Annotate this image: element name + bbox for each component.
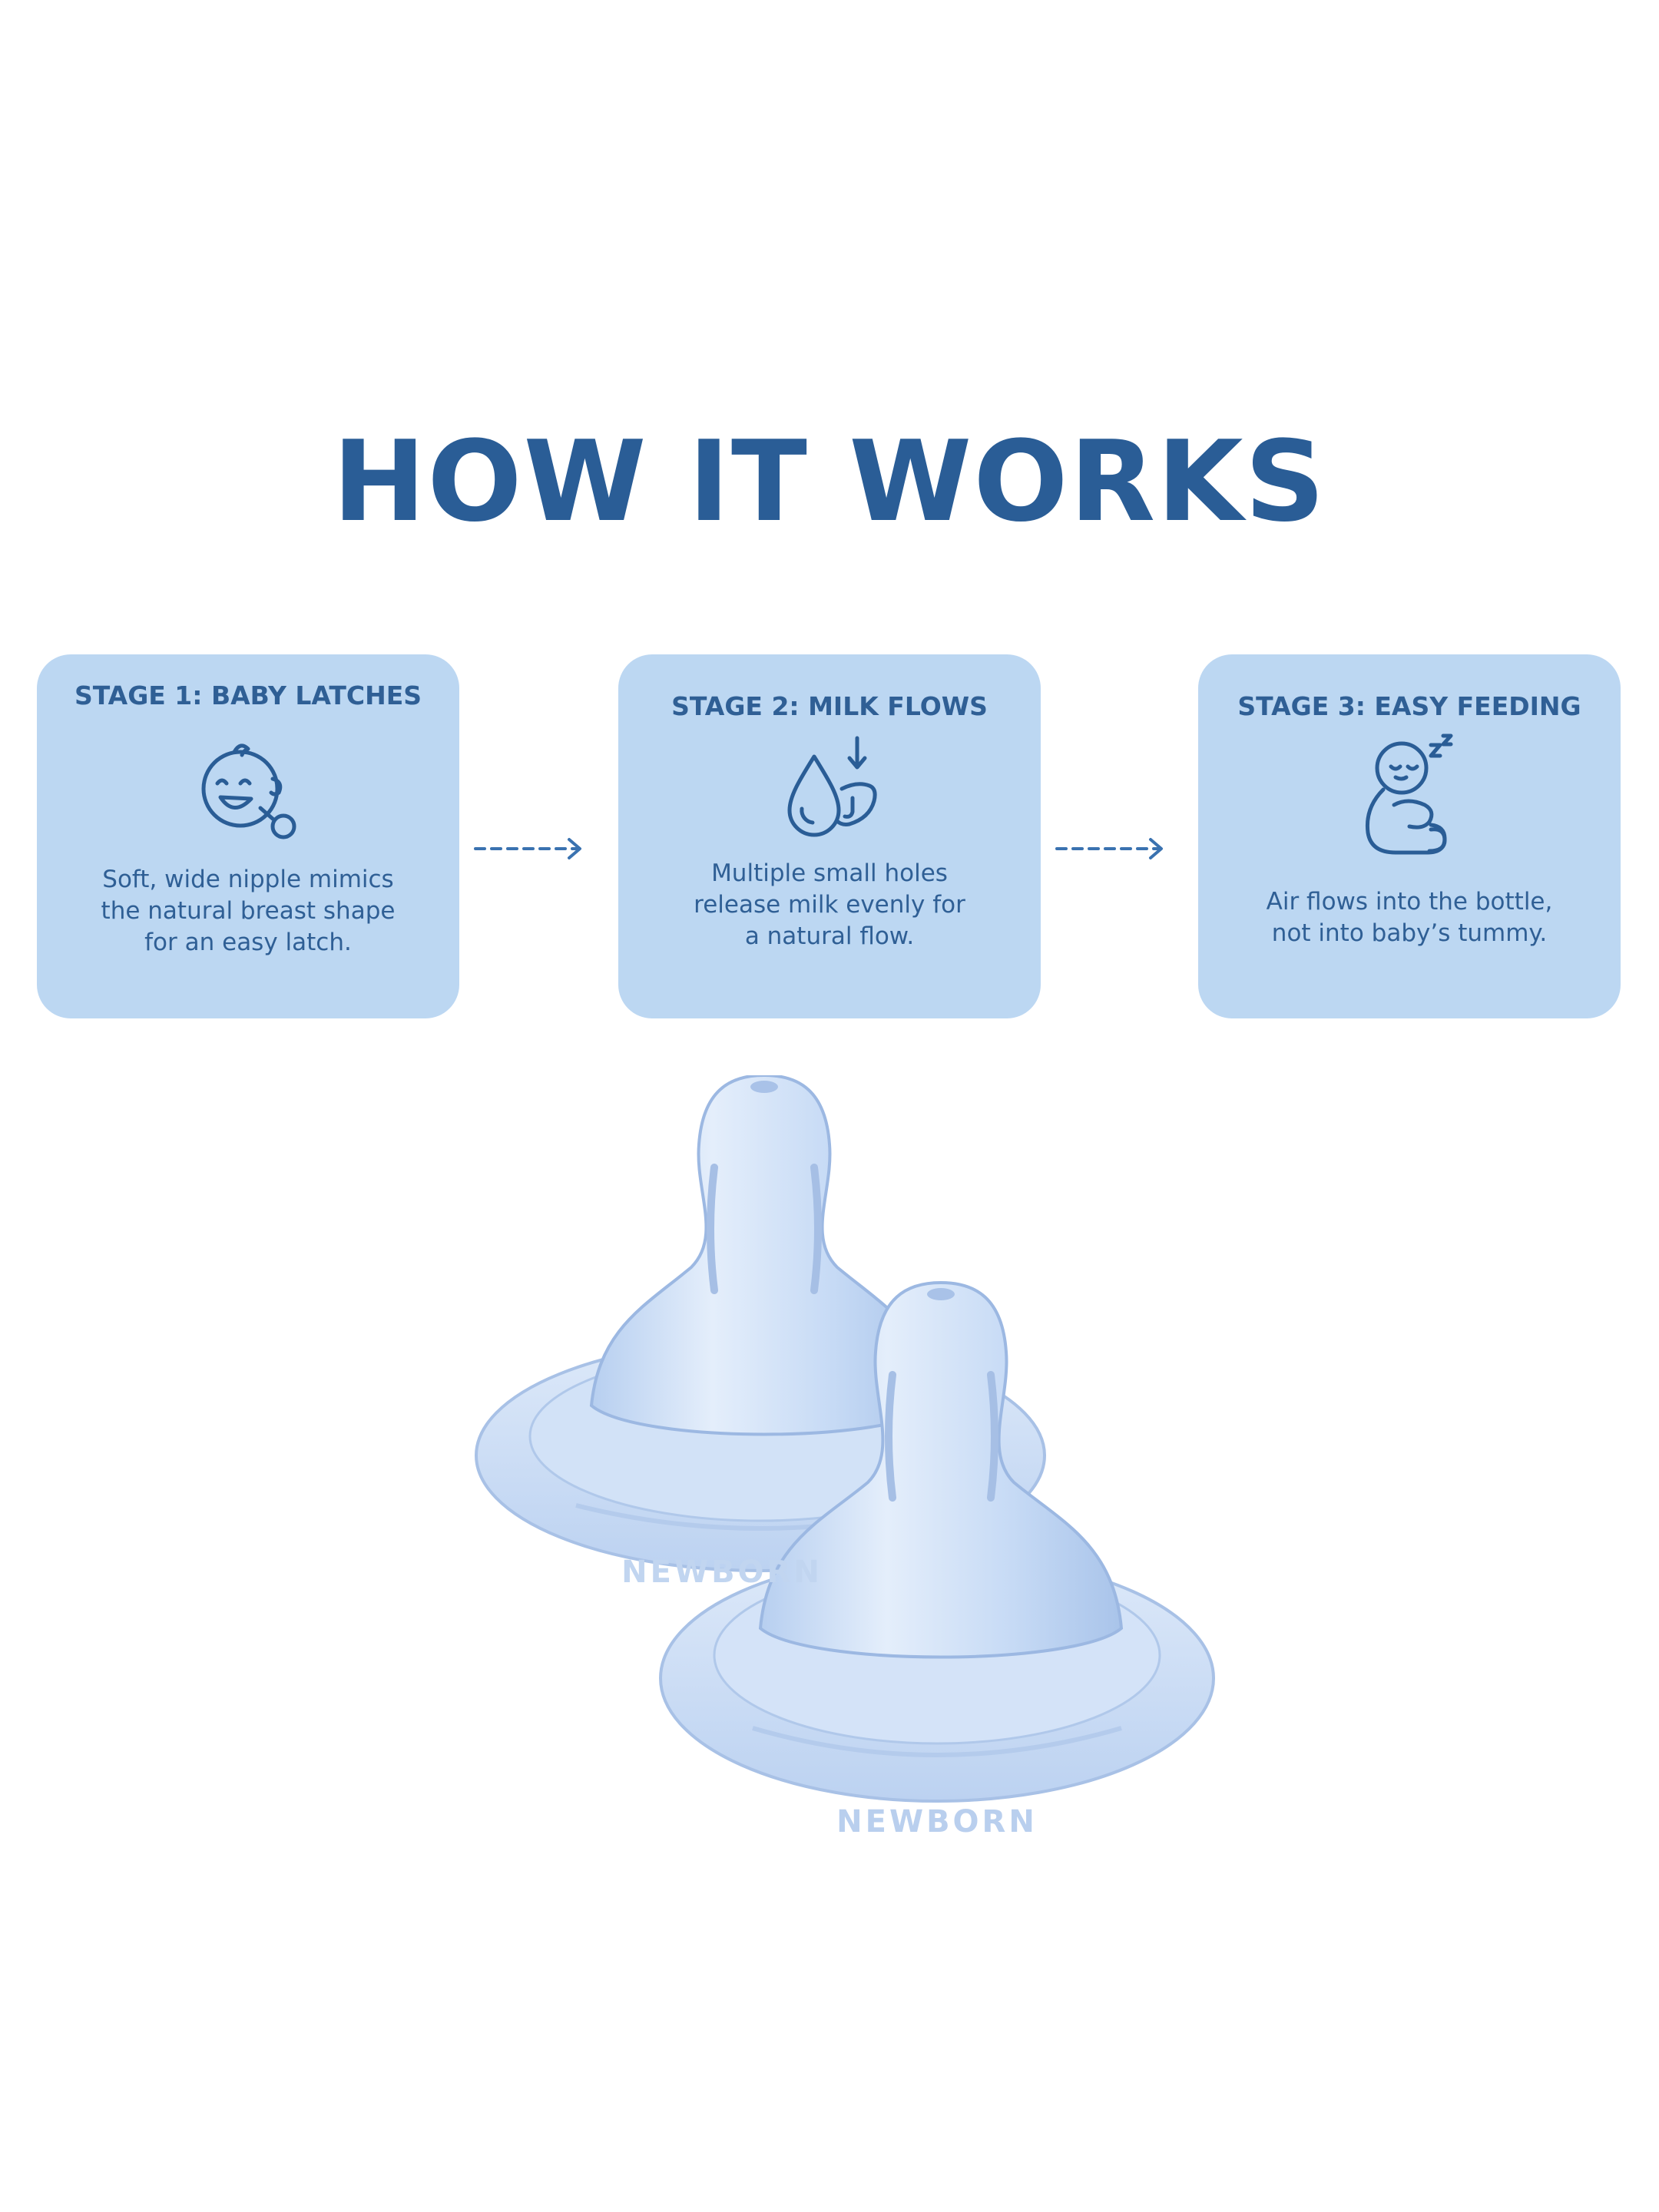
stage-1-title: STAGE 1: BABY LATCHES [74, 680, 422, 710]
stage-2-title: STAGE 2: MILK FLOWS [671, 691, 988, 721]
front-nipple: NEWBORN [659, 1280, 1215, 1839]
dashed-arrow-icon [1055, 838, 1163, 859]
dashed-arrow-icon [474, 838, 581, 859]
stage-3-title: STAGE 3: EASY FEEDING [1237, 691, 1581, 721]
sleeping-baby-icon [1365, 733, 1453, 855]
page-title: HOW IT WORKS [332, 417, 1327, 547]
embossed-text-front: NEWBORN [836, 1804, 1038, 1839]
baby-latching-icon [201, 743, 296, 839]
stage-3-description: Air flows into the bottle, not into baby… [1266, 888, 1553, 947]
stage-card-2: STAGE 2: MILK FLOWS Multiple small holes… [618, 654, 1041, 1018]
silicone-nipples-image: NEWBORN NEWBORN [475, 1075, 1215, 1839]
milk-drop-flow-icon [787, 736, 877, 837]
stage-2-description: Multiple small holes release milk evenly… [694, 859, 965, 950]
stage-1-description: Soft, wide nipple mimics the natural bre… [101, 866, 396, 956]
stage-card-1: STAGE 1: BABY LATCHES Soft, wide nipple … [37, 654, 459, 1018]
embossed-text-back: NEWBORN [621, 1555, 823, 1590]
stage-card-3: STAGE 3: EASY FEEDING Air flows into the… [1198, 654, 1621, 1018]
